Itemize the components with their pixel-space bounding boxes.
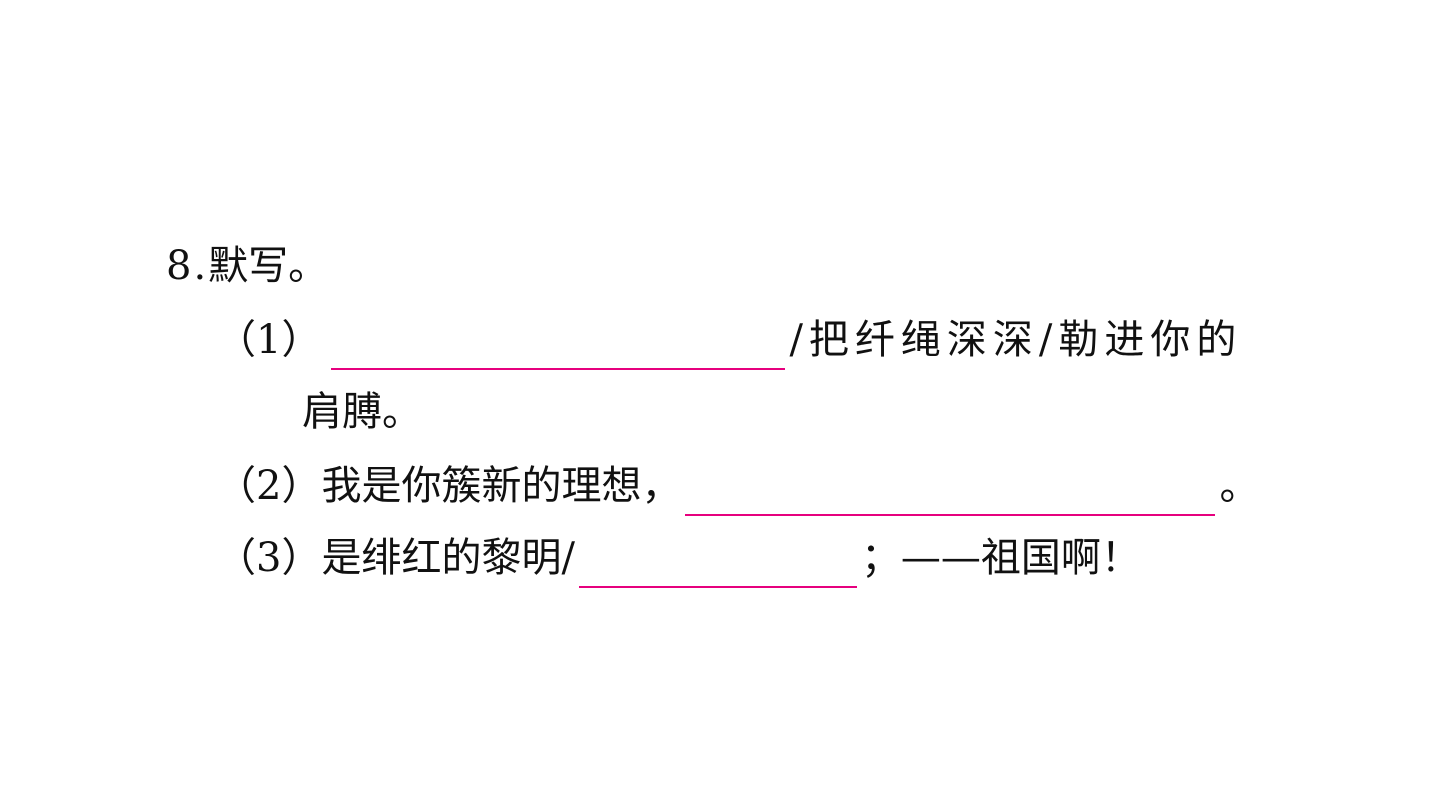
item-1: （1） /把纤绳深深/勒进你的 — [216, 316, 1243, 370]
item-1-label: （1） — [216, 317, 322, 363]
item-3-label: （3） — [216, 535, 322, 581]
item-1-after-blank: /把纤绳深深/勒进你的 — [789, 317, 1243, 363]
item-2: （2） 我是你簇新的理想， 。 — [216, 462, 1260, 516]
question-heading: 8. 默写。 — [166, 242, 328, 290]
item-2-blank[interactable] — [685, 474, 1216, 516]
item-1-continuation: 肩膊。 — [302, 389, 422, 435]
item-1-continuation-line: 肩膊。 — [302, 388, 422, 436]
item-2-after-blank: 。 — [1219, 463, 1260, 509]
item-2-label: （2） — [216, 463, 322, 509]
question-number: 8. — [166, 243, 209, 289]
item-3: （3） 是绯红的黎明/ ；——祖国啊！ — [216, 534, 1141, 588]
item-1-blank[interactable] — [331, 328, 786, 370]
item-3-after-blank: ；——祖国啊！ — [860, 535, 1141, 581]
question-title: 默写。 — [208, 243, 329, 289]
item-3-before-blank: 是绯红的黎明/ — [321, 535, 575, 581]
item-3-blank[interactable] — [578, 546, 857, 588]
item-2-before-blank: 我是你簇新的理想， — [321, 463, 682, 509]
